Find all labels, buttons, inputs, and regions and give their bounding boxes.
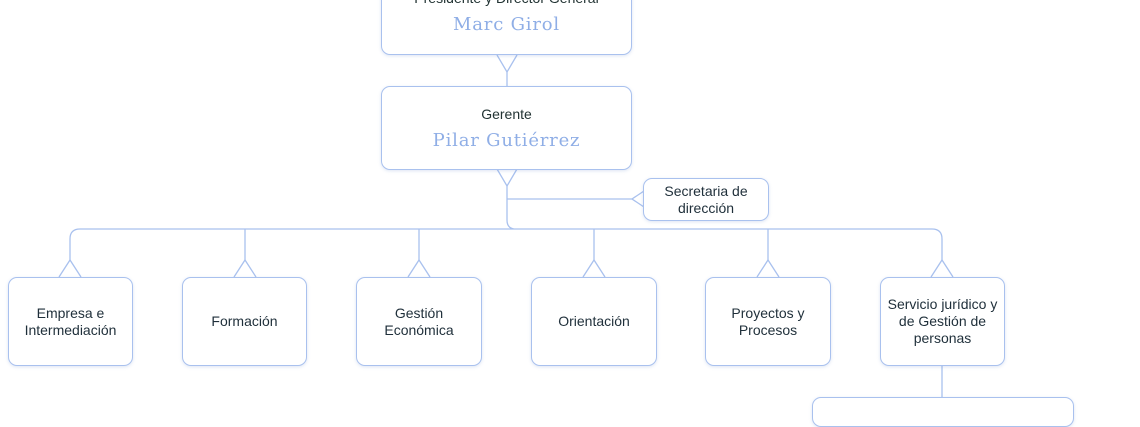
director-box: Presidente y Director General Marc Girol [381,0,632,55]
unit-box-juridico: Servicio jurídico y de Gestión de person… [880,277,1005,366]
pointer-formacion [233,258,257,278]
unit-label-empresa: Empresa e Intermediación [24,304,117,338]
unit-label-orientacion: Orientación [558,313,630,329]
org-chart-connectors [58,54,954,400]
unit-box-gestion: Gestión Económica [356,277,482,366]
manager-name: Pilar Gutiérrez [432,129,581,151]
unit-box-proyectos: Proyectos y Procesos [705,277,831,366]
unit-box-orientacion: Orientación [531,277,657,366]
connector-bus [69,219,943,240]
connector-secretary-pointer [630,190,645,208]
unit-label-proyectos: Proyectos y Procesos [731,304,805,338]
director-role: Presidente y Director General [414,0,598,6]
director-name: Marc Girol [453,14,560,35]
sub-unit-box-partial [812,397,1074,427]
connector-top-manager [496,54,518,74]
unit-label-gestion: Gestión Económica [384,304,454,338]
pointer-juridico [930,258,954,278]
pointer-proyectos [756,258,780,278]
unit-label-formacion: Formación [211,313,278,329]
pointer-gestion [407,258,431,278]
unit-box-empresa: Empresa e Intermediación [8,277,133,366]
connector-manager-pointer [496,168,518,188]
secretary-label: Secretaria de dirección [664,182,748,216]
secretary-box: Secretaria de dirección [643,178,769,221]
manager-box: Gerente Pilar Gutiérrez [381,86,632,170]
pointer-empresa [58,258,82,278]
manager-role: Gerente [481,105,532,122]
unit-label-juridico: Servicio jurídico y de Gestión de person… [887,296,998,346]
unit-box-formacion: Formación [182,277,307,366]
pointer-orientacion [582,258,606,278]
